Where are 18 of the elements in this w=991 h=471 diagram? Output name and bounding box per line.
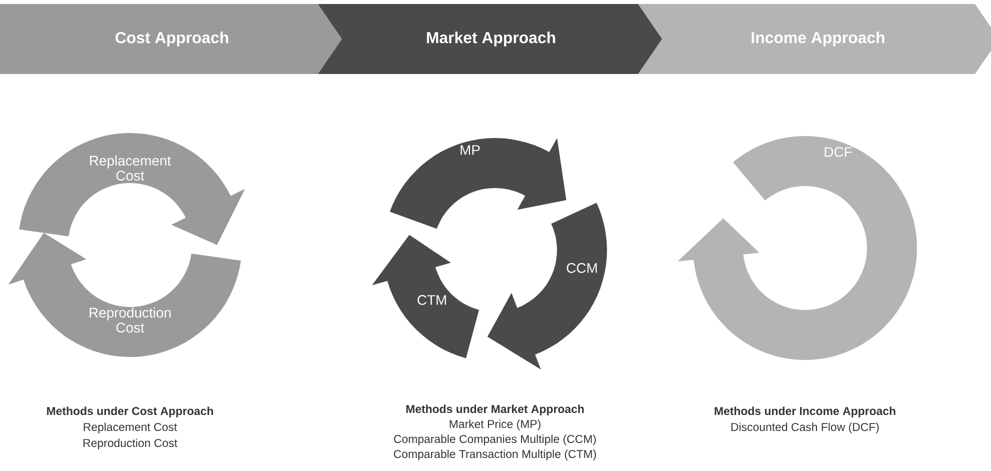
chevron-band: Cost Approach — [0, 4, 344, 74]
method-item: Discounted Cash Flow (DCF) — [731, 422, 879, 434]
cycle-arrow-segment: MP — [390, 138, 566, 229]
cycle-arrow-segment: Reproduction Cost — [8, 232, 241, 357]
cycle-arrow-segment: CTM — [372, 234, 479, 358]
method-item: Replacement Cost — [84, 422, 178, 434]
method-heading: Methods under Income Approach — [714, 406, 896, 418]
chevron-band: Income Approach — [638, 4, 991, 74]
method-item: Comparable Transaction Multiple (CTM) — [394, 450, 596, 460]
method-item: Reproduction Cost — [84, 438, 178, 450]
chevron-band: Market Approach — [318, 4, 664, 74]
method-heading: Methods under Cost Approach — [47, 406, 213, 418]
method-heading: Methods under Market Approach — [406, 404, 584, 416]
method-item: Comparable Companies Multiple (CCM) — [394, 434, 596, 446]
cycle-arrow-segment: DCF — [678, 136, 917, 360]
cycle-arrow-segment: Replacement Cost — [19, 133, 245, 245]
method-item: Market Price (MP) — [450, 420, 540, 430]
cycle-arrow-segment: CCM — [487, 202, 607, 370]
